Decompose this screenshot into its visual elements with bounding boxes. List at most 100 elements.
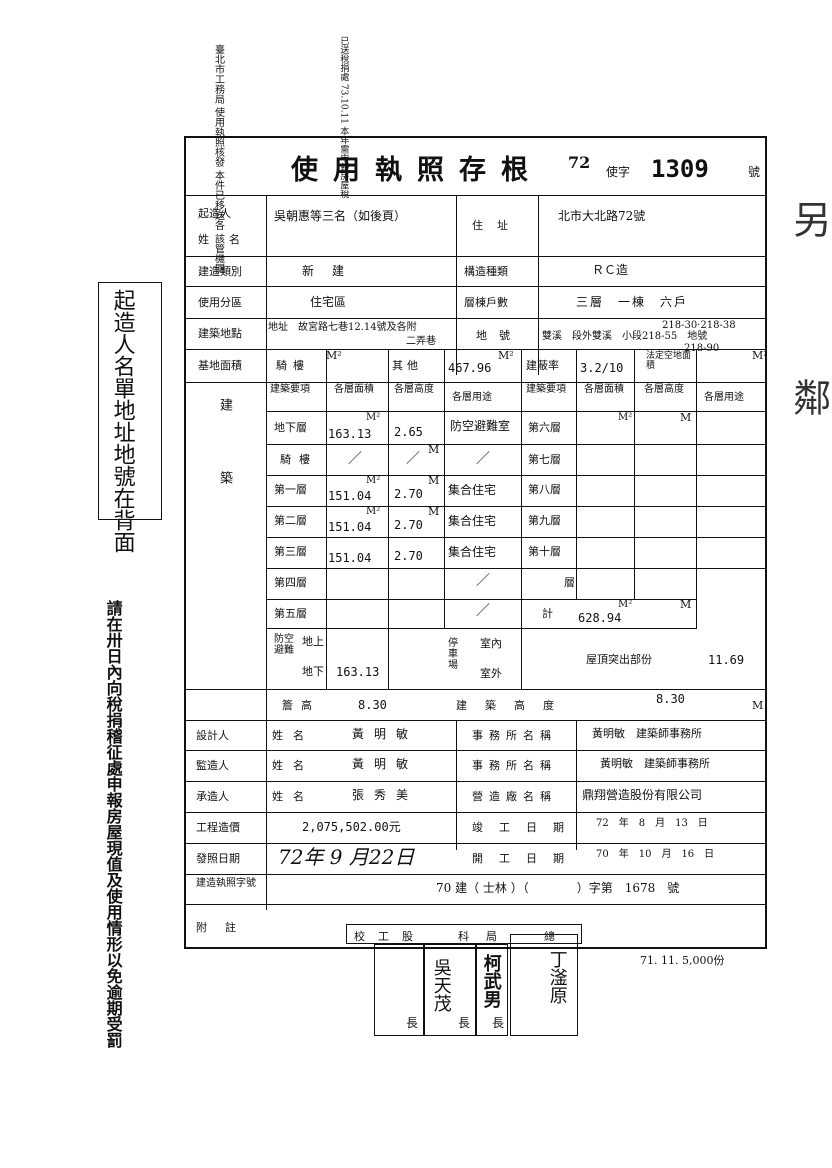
- issue-label: 發照日期: [196, 852, 240, 865]
- address-value: 北市大北路72號: [558, 209, 646, 223]
- structure-label: 構造種類: [464, 265, 508, 278]
- contractor-name: 張秀美: [352, 788, 419, 802]
- form-title: 使用執照存根: [291, 155, 543, 186]
- official-signature: 丁滏原: [546, 950, 568, 1004]
- row-name-2: 層: [564, 576, 575, 589]
- stamp-line: 本件已移送各: [212, 170, 224, 231]
- start-value: 70 年 10 月 16 日: [596, 849, 715, 860]
- building-type: 新建: [302, 264, 363, 278]
- license-suffix: 號: [748, 165, 761, 179]
- applicant-label-2: 姓名: [198, 233, 260, 246]
- open-space-unit: M²: [752, 349, 768, 362]
- bheight-label: 建築高度: [456, 699, 572, 712]
- row-name-2: 第九層: [528, 514, 561, 527]
- zone: 住宅區: [310, 295, 347, 309]
- row-height: ／: [406, 451, 420, 467]
- right-fragment: 另鄰: [786, 200, 831, 556]
- stamp-line: 該管機關: [212, 233, 224, 274]
- eave-value: 8.30: [358, 698, 387, 712]
- row-use: 集合住宅: [448, 483, 497, 497]
- below-value: 163.13: [336, 665, 380, 679]
- contractor-label: 承造人: [196, 790, 229, 803]
- lot-value-2: 雙溪 段外雙溪 小段218-55 地號: [542, 331, 708, 342]
- company-label: 營造廠名稱: [472, 790, 557, 803]
- row-name: 第二層: [274, 514, 307, 527]
- unit-m: M: [680, 411, 692, 424]
- name-label: 姓名: [272, 759, 314, 772]
- remark-label: 附註: [196, 921, 254, 934]
- lot-value-1: 218-30·218-38: [662, 320, 736, 331]
- seal-label: 科: [458, 930, 469, 943]
- address-label: 住址: [472, 219, 522, 232]
- row-name: 第三層: [274, 545, 307, 558]
- row-area: 151.04: [328, 489, 372, 503]
- seal-title: 長: [406, 1016, 419, 1030]
- seal-label: 校: [354, 930, 365, 943]
- open-space-label: 法定空地面積: [646, 351, 692, 371]
- license-prefix: 使字: [606, 165, 631, 179]
- above-ground: 地上: [302, 635, 324, 648]
- seal-label: 局: [486, 930, 497, 943]
- row-height: 2.70: [394, 487, 423, 501]
- row-height: 2.65: [394, 425, 423, 439]
- col-area: 各層面積: [334, 384, 374, 395]
- below-ground: 地下: [302, 665, 324, 678]
- other-unit: M²: [498, 349, 514, 362]
- official-signature: 柯武男: [480, 954, 502, 1008]
- row-use: ／: [476, 573, 490, 589]
- cost-label: 工程造價: [196, 821, 240, 834]
- floors-label: 層棟戶數: [464, 296, 508, 309]
- unit-m: M: [428, 505, 440, 518]
- outdoor-label: 室外: [480, 667, 502, 680]
- row-name-2: 第七層: [528, 453, 561, 466]
- structure: ＲＣ造: [592, 263, 629, 277]
- office-label: 事務所名稱: [472, 759, 557, 772]
- indoor-label: 室內: [480, 637, 502, 650]
- site-value-1: 地址 故宮路七巷12.14號及各附: [268, 322, 417, 333]
- roof-value: 11.69: [708, 653, 745, 667]
- unit-m2: M²: [366, 506, 381, 517]
- row-height: 2.70: [394, 549, 423, 563]
- stamp-line: 臺北市工務局: [212, 44, 224, 104]
- row-name-2: 計: [542, 607, 553, 620]
- lot-value-3: 218-90: [684, 343, 720, 354]
- finish-label: 竣工日期: [472, 821, 580, 834]
- row-area: 151.04: [328, 520, 372, 534]
- designer-office: 黃明敏 建築師事務所: [592, 727, 702, 740]
- row-use: 防空避難室: [450, 419, 511, 433]
- finish-value: 72 年 8 月 13 日: [596, 818, 708, 829]
- row-use: 集合住宅: [448, 514, 497, 528]
- row-name-2: 第八層: [528, 483, 561, 496]
- name-label: 姓名: [272, 790, 314, 803]
- shelter-label: 防空避難: [274, 634, 294, 656]
- col-area-2: 各層面積: [584, 384, 624, 395]
- permit-value: 70 建（ 士林 ）（ ）字第 1678 號: [436, 881, 680, 895]
- cost-value: 2,075,502.00元: [302, 820, 401, 834]
- applicant-label-1: 起造人: [198, 207, 231, 220]
- arcade-unit: M²: [326, 349, 342, 362]
- top-left-stamp: 臺北市工務局 使用執照核發 本件已移送各 該管機關: [212, 44, 224, 274]
- other-area: 467.96: [448, 361, 492, 375]
- row-name: 第五層: [274, 607, 307, 620]
- seal-label: 股: [402, 930, 413, 943]
- base-area-label: 基地面積: [198, 359, 242, 372]
- other-label: 其他: [392, 359, 422, 372]
- signature-block: 校 工 股 科 局 總 長 長 長 吳天茂 柯武男 丁滏原: [346, 924, 582, 1044]
- bheight-value: 8.30: [656, 692, 685, 706]
- row-height: 2.70: [394, 518, 423, 532]
- lot-label: 地號: [476, 329, 522, 342]
- arcade-label: 騎樓: [276, 359, 310, 372]
- building-type-label: 建造類別: [198, 265, 242, 278]
- stamp-line: 本年需申報房屋稅: [338, 126, 349, 199]
- roof-label: 屋頂突出部份: [586, 653, 652, 666]
- issue-value: 72年 9 月22日: [278, 845, 415, 869]
- seal-label: 總: [544, 930, 555, 943]
- col-item: 建築要項: [270, 384, 310, 395]
- site-value-2: 二弄巷: [406, 336, 436, 347]
- row-name-2: 第十層: [528, 545, 561, 558]
- unit-m2: M²: [366, 475, 381, 486]
- eave-label: 簷高: [282, 699, 320, 712]
- permit-label: 建造執照字號: [196, 878, 256, 889]
- row-area: 163.13: [328, 427, 372, 441]
- stamp-line: 已送稅捐處: [338, 36, 349, 81]
